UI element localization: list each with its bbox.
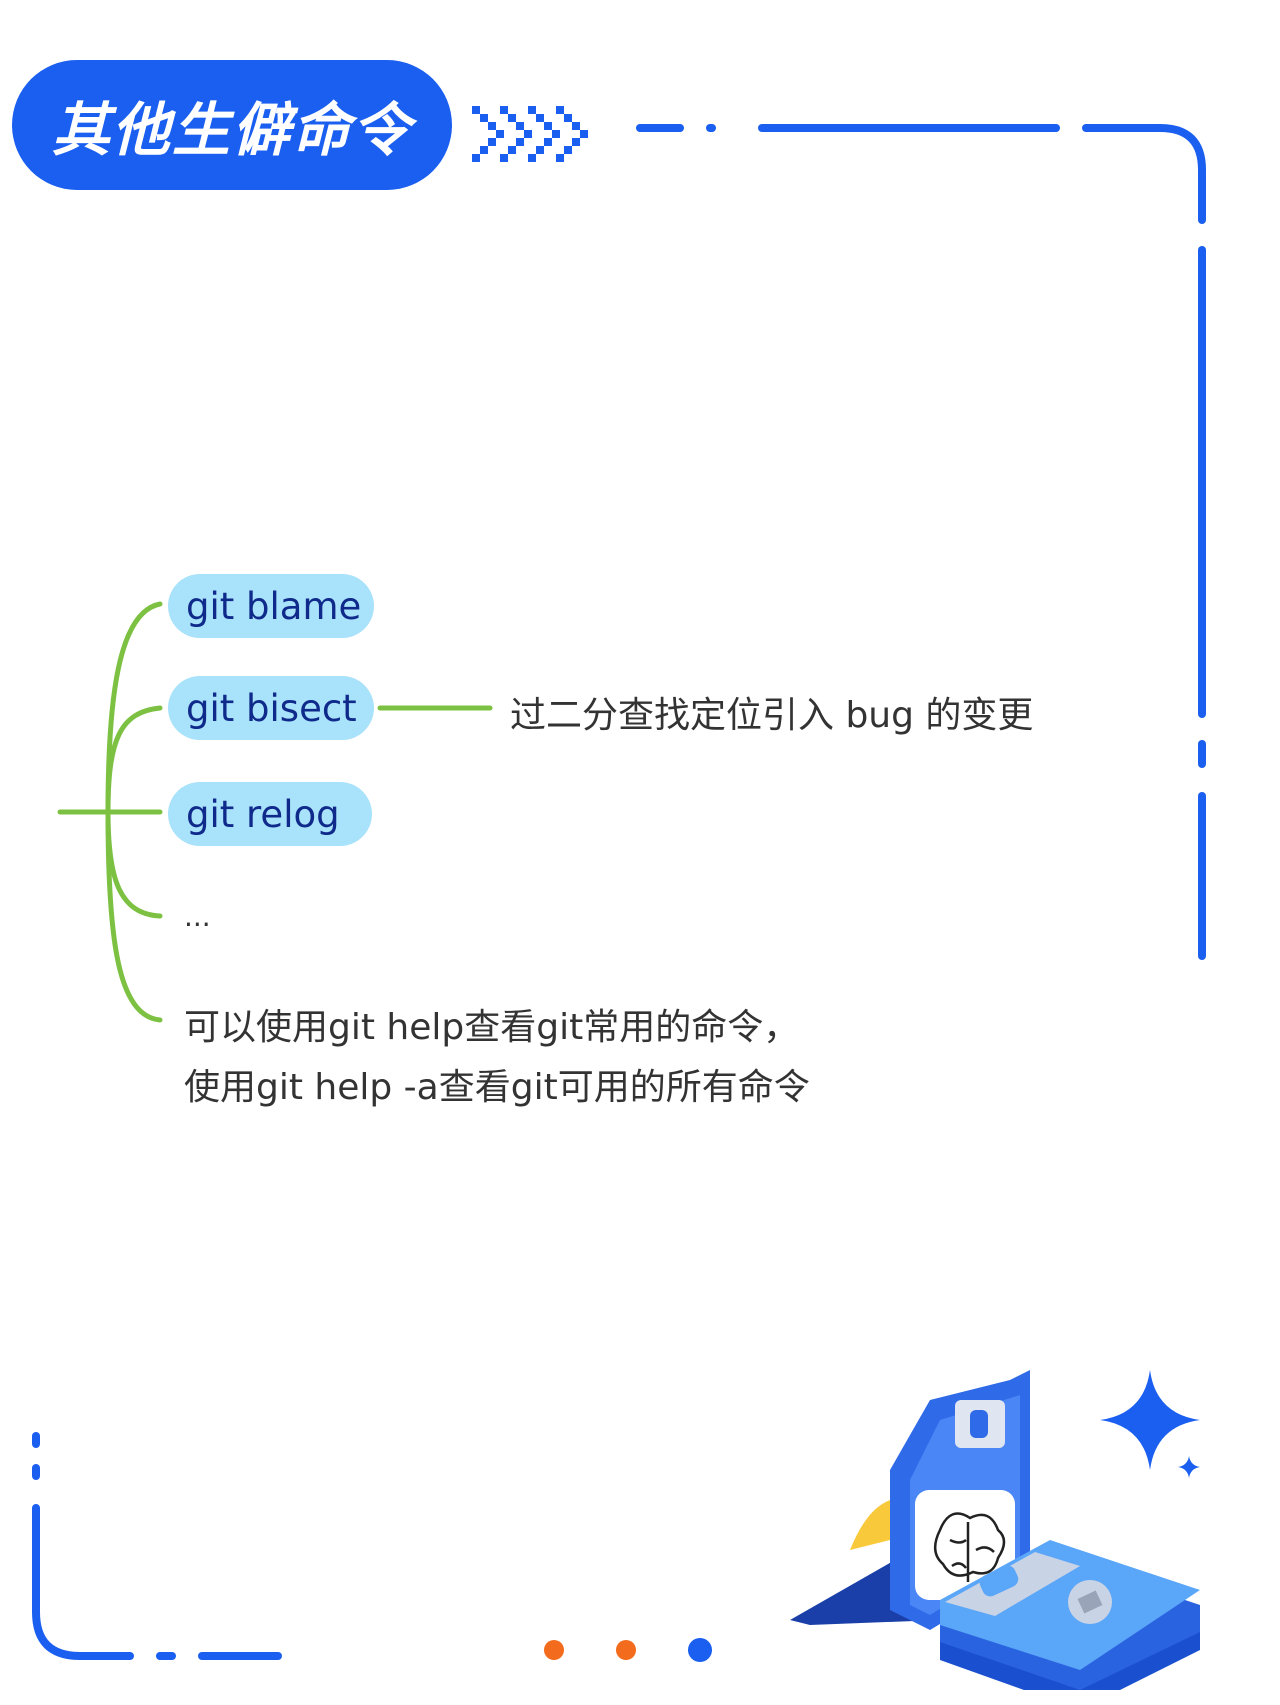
- sparkle-small-icon: [1178, 1456, 1200, 1478]
- node-label: git relog: [186, 792, 340, 836]
- node-ellipsis: ...: [184, 900, 211, 933]
- node-git-blame[interactable]: git blame: [168, 574, 374, 638]
- pagination-dot-2[interactable]: [616, 1640, 636, 1660]
- sparkle-icon: [1100, 1370, 1200, 1470]
- pagination-dot-1[interactable]: [544, 1640, 564, 1660]
- node-label: git bisect: [186, 686, 357, 730]
- page-title-pill: 其他生僻命令: [12, 60, 452, 190]
- git-bisect-description: 过二分查找定位引入 bug 的变更: [510, 695, 1034, 736]
- page-title: 其他生僻命令: [51, 96, 412, 164]
- brain-icon: [934, 1512, 1006, 1582]
- chevrons-right-icon: [472, 106, 588, 162]
- pagination-dot-3[interactable]: [688, 1638, 712, 1662]
- note-line-2: 使用git help -a查看git可用的所有命令: [184, 1067, 810, 1108]
- floppy-disk-icon: [790, 1370, 1200, 1690]
- node-git-bisect[interactable]: git bisect: [168, 676, 374, 740]
- node-label: git blame: [186, 584, 362, 628]
- note-line-1: 可以使用git help查看git常用的命令，: [184, 1007, 800, 1048]
- node-git-relog[interactable]: git relog: [168, 782, 372, 846]
